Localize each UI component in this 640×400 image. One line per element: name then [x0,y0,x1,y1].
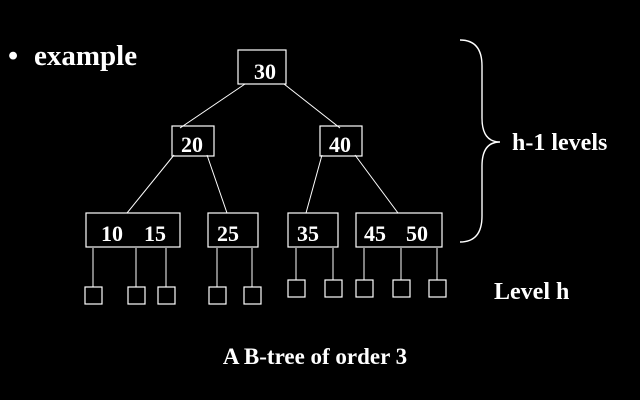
node-key: 30 [254,59,276,84]
node-key: 15 [144,221,166,246]
node-key: 10 [101,221,123,246]
diagram-caption: A B-tree of order 3 [223,344,407,369]
leaf-box [324,279,343,298]
node-key: 20 [181,132,203,157]
bullet-dot-icon: • [8,40,19,72]
node-key: 25 [217,221,239,246]
edge-20-10-15 [126,154,175,214]
levels-annotation: h-1 levels [512,130,607,156]
node-key: 35 [297,221,319,246]
leaf-box [392,279,411,298]
edge-30-40 [283,83,341,129]
node-level3-d: 45 50 [355,212,443,248]
leaf-box [355,279,374,298]
leaf-box [157,286,176,305]
node-level2-left: 20 [171,125,215,157]
leaf-box [208,286,227,305]
node-level3-b: 25 [207,212,259,248]
node-box [319,125,363,157]
node-key: 50 [406,221,428,246]
node-box [207,212,259,248]
node-box [237,49,287,85]
leaf-box [84,286,103,305]
edge-40-35 [305,154,323,214]
node-level2-right: 40 [319,125,363,157]
node-box [287,212,339,248]
node-key: 40 [329,132,351,157]
leaf-level-label: Level h [494,279,569,305]
node-box [85,212,181,248]
curly-brace-icon [459,39,501,243]
leaf-box [428,279,447,298]
edge-40-45-50 [354,154,399,214]
edge-30-20 [179,83,246,129]
node-level3-c: 35 [287,212,339,248]
leaf-box [127,286,146,305]
tree-edges [92,83,438,287]
leaf-boxes [84,279,447,305]
node-root: 30 [237,49,287,85]
leaf-box [287,279,306,298]
leaf-box [243,286,262,305]
node-level3-a: 10 15 [85,212,181,248]
bullet-text: example [34,40,138,72]
edge-20-25 [206,154,228,214]
node-box [355,212,443,248]
node-key: 45 [364,221,386,246]
node-box [171,125,215,157]
bullet-item: • example [8,40,137,73]
